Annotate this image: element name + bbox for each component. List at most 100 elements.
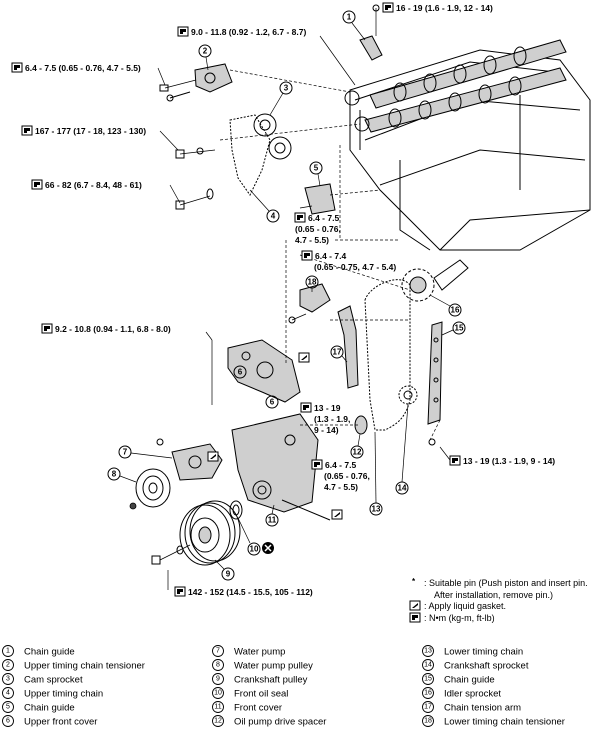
torque-wrench-icon: [409, 612, 421, 623]
legend-callout-circle: [212, 701, 224, 713]
legend-number: 4: [6, 690, 10, 697]
legend-label: Cam sprocket: [24, 675, 83, 686]
liquid-gasket-icon: [298, 352, 310, 363]
cam-sprockets: [253, 113, 292, 160]
front-oil-seal: [229, 500, 243, 520]
legend-label: Chain tension arm: [444, 703, 521, 714]
torque-label-9: 13 - 19 (1.3 - 1.9, 9 - 14): [300, 402, 350, 435]
legend-label: Chain guide: [444, 675, 495, 686]
liquid-gasket-icon: [207, 451, 219, 462]
parts-legend-item: 4 Upper timing chain: [2, 687, 103, 700]
legend-label: Upper timing chain tensioner: [24, 661, 145, 672]
legend-label: Upper front cover: [24, 717, 97, 728]
callout-2: 2: [198, 44, 212, 71]
torque-spec-11a: 6.4 - 7.5: [325, 460, 356, 470]
torque-label-3: 6.4 - 7.5 (0.65 - 0.76, 4.7 - 5.5): [11, 62, 166, 86]
bolt-66: [175, 188, 214, 210]
callout-13: 13: [369, 431, 383, 516]
assembly-guide-lines: [219, 69, 441, 441]
torque-label-4: 167 - 177 (17 - 18, 123 - 130): [21, 125, 179, 151]
svg-text:6: 6: [270, 398, 275, 407]
legend-callout-circle: [212, 687, 224, 699]
svg-text:12: 12: [353, 448, 362, 457]
svg-text:15: 15: [455, 324, 464, 333]
torque-spec-4: 167 - 177 (17 - 18, 123 - 130): [35, 126, 146, 136]
parts-legend-item: 2 Upper timing chain tensioner: [2, 659, 145, 672]
svg-text:10: 10: [250, 545, 259, 554]
callout-9: 9: [214, 559, 235, 581]
callout-17: 17: [330, 345, 348, 363]
svg-text:11: 11: [268, 516, 277, 525]
svg-text:7: 7: [123, 448, 128, 457]
legend-label: Chain guide: [24, 647, 75, 658]
crankshaft-pulley: [151, 500, 241, 566]
callout-6: 6: [265, 395, 279, 409]
legend-label: Chain guide: [24, 703, 75, 714]
torque-spec-11b: (0.65 - 0.76,: [324, 471, 370, 481]
svg-text:18: 18: [308, 278, 317, 287]
legend-label: Oil pump drive spacer: [234, 717, 326, 728]
torque-spec-5: 66 - 82 (6.7 - 8.4, 48 - 61): [45, 180, 142, 190]
gasket-note: : Apply liquid gasket.: [424, 601, 506, 611]
callout-10: 10: [237, 517, 261, 556]
svg-text:4: 4: [271, 212, 276, 221]
upper-timing-chain: [229, 114, 271, 196]
pin-note-line1: : Suitable pin (Push piston and insert p…: [424, 578, 588, 588]
svg-text:14: 14: [398, 484, 407, 493]
torque-spec-9a: 13 - 19: [314, 403, 341, 413]
legend-number: 16: [424, 690, 432, 697]
svg-text:5: 5: [314, 164, 319, 173]
legend-label: Upper timing chain: [24, 689, 103, 700]
water-pump-pulley: [129, 468, 171, 510]
torque-label-6: 6.4 - 7.5 (0.65 - 0.76, 4.7 - 5.5): [294, 212, 341, 245]
chain-tension-arm: [337, 305, 359, 389]
torque-label-11: 6.4 - 7.5 (0.65 - 0.76, 4.7 - 5.5): [311, 459, 370, 492]
callout-14: 14: [395, 481, 409, 495]
legend-label: Lower timing chain: [444, 647, 523, 658]
parts-legend-item: 5 Chain guide: [2, 701, 75, 714]
torque-spec-9c: 9 - 14): [314, 425, 339, 435]
cam-sprocket-ends: [344, 90, 370, 132]
legend-number: 10: [214, 690, 222, 697]
legend-number: 18: [424, 718, 432, 725]
callout-16: 16: [429, 294, 462, 317]
legend-number: 13: [424, 648, 432, 655]
legend-callout-circle: [422, 715, 434, 727]
legend-label: Idler sprocket: [444, 689, 501, 700]
bolt-167: [175, 147, 216, 159]
liquid-gasket-icon: [409, 600, 421, 611]
torque-spec-8: 9.2 - 10.8 (0.94 - 1.1, 6.8 - 8.0): [55, 324, 171, 334]
torque-spec-3: 6.4 - 7.5 (0.65 - 0.76, 4.7 - 5.5): [25, 63, 141, 73]
legend-number: 5: [6, 704, 10, 711]
legend-label: Water pump pulley: [234, 661, 313, 672]
legend-callout-circle: [2, 673, 14, 685]
liquid-gasket-icon: [331, 509, 343, 520]
legend-callout-circle: [212, 673, 224, 685]
callout-7: 7: [118, 445, 173, 459]
torque-spec-10: 13 - 19 (1.3 - 1.9, 9 - 14): [463, 456, 555, 466]
legend-callout-circle: [2, 659, 14, 671]
svg-text:8: 8: [112, 470, 117, 479]
lower-timing-chain: [364, 279, 411, 431]
upper-front-cover: [211, 339, 301, 405]
torque-label-12: 142 - 152 (14.5 - 15.5, 105 - 112): [167, 570, 313, 597]
callout-6b: 6: [233, 365, 247, 379]
torque-spec-11c: 4.7 - 5.5): [324, 482, 358, 492]
legend-callout-circle: [212, 715, 224, 727]
camshaft-upper: [369, 39, 567, 109]
legend-number: 2: [6, 662, 10, 669]
torque-spec-6c: 4.7 - 5.5): [295, 235, 329, 245]
callout-15: 15: [441, 321, 466, 336]
legend-number: 12: [214, 718, 222, 725]
callout-5: 5: [309, 161, 323, 187]
svg-text:2: 2: [203, 47, 208, 56]
legend-callout-circle: [2, 715, 14, 727]
